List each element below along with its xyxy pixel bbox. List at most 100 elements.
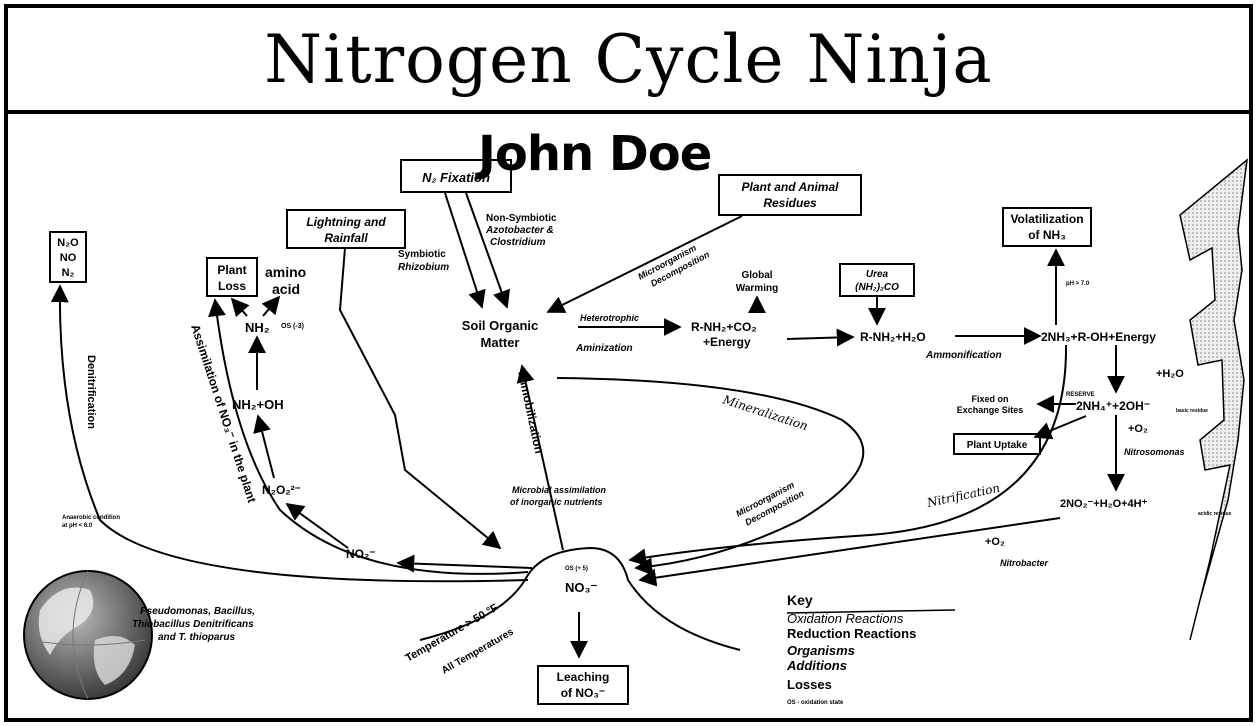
label-matter: Matter xyxy=(480,335,519,350)
label-nh2: NH₂ xyxy=(245,320,270,335)
arrow-non-symbiotic xyxy=(465,192,510,309)
label-no2-eq: 2NO₂⁻+H₂O+4H⁺ xyxy=(1060,498,1148,510)
residues-label-line1: Plant and Animal xyxy=(742,180,840,194)
label-os-minus3: OS (-3) xyxy=(281,323,304,330)
author-name: John Doe xyxy=(478,126,712,182)
label-no3: NO₃⁻ xyxy=(565,580,598,595)
label-mineralization: Mineralization xyxy=(720,392,810,433)
label-acid: acid xyxy=(272,281,300,297)
label-nitrosomonas: Nitrosomonas xyxy=(1124,447,1185,457)
label-denitrification: Denitrification xyxy=(85,355,97,429)
n2-fixation-box: N₂ Fixation xyxy=(400,159,512,193)
plant-loss-box: Plant Loss xyxy=(206,257,258,297)
label-anaerobic-2: at pH < 6.0 xyxy=(62,523,93,529)
arrow-lightning xyxy=(338,247,502,550)
label-ammonification: Ammonification xyxy=(925,350,1002,361)
poster-frame: Nitrogen Cycle Ninja xyxy=(4,4,1253,722)
label-global: Global xyxy=(741,270,772,281)
label-rnh2-h2o: R-NH₂+H₂O xyxy=(860,330,926,344)
label-microbial-assim-2: of inorganic nutrients xyxy=(510,497,603,507)
plant-loss-line2: Loss xyxy=(218,279,246,293)
urea-line1: Urea xyxy=(866,269,889,280)
label-nitrobacter: Nitrobacter xyxy=(1000,558,1049,568)
label-acidic-residue: acidic residue xyxy=(1198,511,1232,517)
key-legend: Key Oxidation Reactions Reduction Reacti… xyxy=(786,592,956,706)
arrow-amino-acid xyxy=(261,295,281,317)
arrow-to-n2o2 xyxy=(285,502,349,549)
label-fixed-on: Fixed on xyxy=(971,394,1008,404)
lightning-bolt-icon xyxy=(1179,158,1248,641)
label-amino: amino xyxy=(265,264,306,280)
n2-fixation-label: N₂ Fixation xyxy=(422,170,490,185)
label-h2o: +H₂O xyxy=(1156,368,1184,380)
key-oxidation: Oxidation Reactions xyxy=(787,611,904,626)
label-nitrification: Nitrification xyxy=(925,481,1002,510)
label-aminization: Aminization xyxy=(575,343,633,354)
label-assimilation-plant: Assimilation of NO₃⁻ in the plant xyxy=(188,323,259,505)
soil-mound-outline xyxy=(419,546,741,651)
label-symbiotic: Symbiotic xyxy=(398,249,446,260)
label-warming: Warming xyxy=(736,283,778,294)
arrow-mineralization xyxy=(556,377,865,576)
label-microorganism-decomposition-top: Microorganism Decomposition xyxy=(636,243,711,289)
label-anaerobic-1: Anaerobic condition xyxy=(62,515,120,521)
gas-n2o: N₂O xyxy=(57,237,79,249)
label-microbial-assim-1: Microbial assimilation xyxy=(512,485,607,495)
key-organisms: Organisms xyxy=(787,643,855,658)
arrow-nitrobacter xyxy=(638,517,1061,587)
plant-uptake-box: Plant Uptake xyxy=(953,433,1041,455)
key-oxidation-line xyxy=(786,609,956,614)
leaching-box: Leaching of NO₃⁻ xyxy=(537,665,629,705)
arrows xyxy=(50,192,1125,659)
plant-uptake-label: Plant Uptake xyxy=(967,440,1028,451)
arrow-symbiotic xyxy=(444,192,486,309)
key-os-note: OS - oxidation state xyxy=(787,700,844,706)
label-azotobacter: Azotobacter & xyxy=(485,225,554,236)
arrow-assimilation xyxy=(208,298,529,575)
lightning-label-line2: Rainfall xyxy=(324,231,368,245)
gas-no: NO xyxy=(60,252,77,264)
gases-box: N₂O NO N₂ xyxy=(49,231,87,283)
arrow-plant-loss xyxy=(230,297,250,318)
volatilization-line2: of NH₃ xyxy=(1028,228,1066,242)
label-exchange-sites: Exchange Sites xyxy=(957,405,1024,415)
label-nh4-eq: 2NH₄⁺+2OH⁻ xyxy=(1076,399,1150,413)
leaching-line1: Leaching xyxy=(557,670,610,684)
plant-animal-residues-box: Plant and Animal Residues xyxy=(718,174,862,216)
urea-box: Urea (NH₂)₂CO xyxy=(839,263,915,297)
label-nh3-eq: 2NH₃+R-OH+Energy xyxy=(1041,330,1156,344)
arrow-residues xyxy=(546,215,743,313)
label-o2-top: +O₂ xyxy=(1128,423,1148,435)
label-energy: +Energy xyxy=(703,335,751,349)
label-rhizobium: Rhizobium xyxy=(398,262,449,273)
label-n2o2: N₂O₂²⁻ xyxy=(262,483,301,497)
plant-loss-line1: Plant xyxy=(217,263,246,277)
label-no2: NO₂⁻ xyxy=(346,547,376,561)
label-clostridium: Clostridium xyxy=(490,237,546,248)
residues-label-line2: Residues xyxy=(763,196,817,210)
label-os-plus5: OS (+ 5) xyxy=(565,566,588,572)
label-heterotrophic: Heterotrophic xyxy=(580,313,639,323)
label-immobilization: Immobilization xyxy=(515,370,546,455)
label-soil-organic: Soil Organic xyxy=(462,318,539,333)
label-reserve: RESERVE xyxy=(1066,392,1095,398)
label-o2-bottom: +O₂ xyxy=(985,536,1005,548)
lightning-rainfall-box: Lightning and Rainfall xyxy=(286,209,406,249)
arrow-immobilization xyxy=(516,364,564,551)
label-pseudomonas-1: Pseudomonas, Bacillus, xyxy=(140,606,255,617)
label-non-symbiotic: Non-Symbiotic xyxy=(486,213,557,224)
volatilization-line1: Volatilization xyxy=(1010,212,1083,226)
arrow-denitrification xyxy=(50,284,529,583)
label-temperature: Temperature > 50 °F xyxy=(404,602,501,665)
title-bar: Nitrogen Cycle Ninja xyxy=(8,8,1249,114)
globe-icon xyxy=(23,570,153,700)
gas-n2: N₂ xyxy=(62,267,75,279)
arrow-to-no2 xyxy=(396,554,533,573)
arrow-plant-uptake xyxy=(1033,415,1087,440)
label-basic-residue: basic residue xyxy=(1176,408,1208,414)
arrow-nitrification xyxy=(628,344,1068,567)
key-reduction: Reduction Reactions xyxy=(787,626,916,641)
lightning-label-line1: Lightning and xyxy=(306,215,386,229)
page-title: Nitrogen Cycle Ninja xyxy=(264,20,993,98)
